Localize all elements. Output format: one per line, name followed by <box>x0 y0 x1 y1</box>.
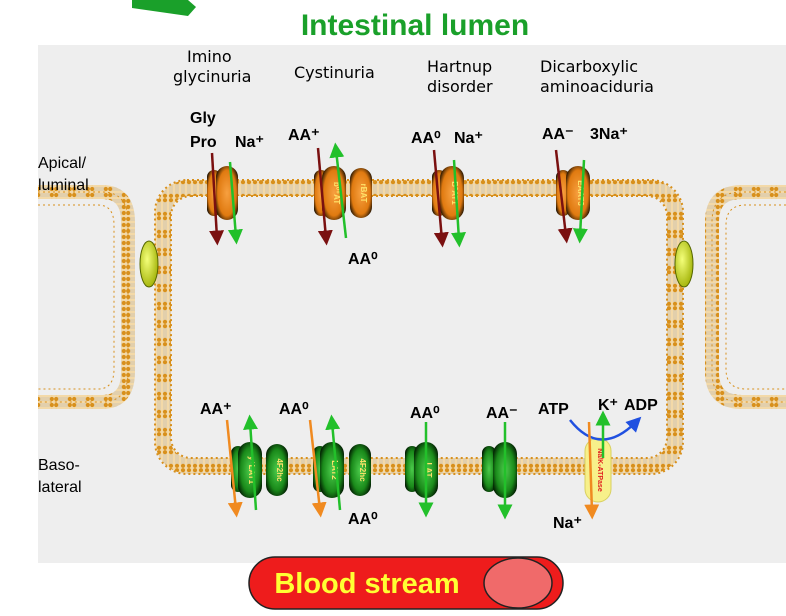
basolateral-transporter-unnamed <box>482 442 517 498</box>
label-aa-plus-baso: AA⁺ <box>200 401 232 418</box>
na-k-atpase-label: Na/K-ATPase <box>596 448 603 492</box>
arrow-aa-zero-baso-out-2 <box>325 414 342 511</box>
label-k: K⁺ <box>598 397 618 414</box>
arrow-na-in-2 <box>451 159 467 248</box>
basolateral-transporter-y-lat1-label: y⁺LAT1 <box>247 456 256 485</box>
apical-transporter-rbat-label: rBAT <box>359 184 368 203</box>
apical-label: Apical/ <box>38 155 87 172</box>
arrow-aa-zero-in-hartnup <box>432 149 449 248</box>
arrow-aa-plus-baso-in <box>225 419 243 518</box>
label-gly: Gly <box>190 110 216 127</box>
disorder-dicarboxylic-line2: aminoaciduria <box>540 77 654 96</box>
apical-transporter-b0at1-label: B⁰AT1 <box>450 181 459 205</box>
apical-transporter-rbat: rBAT <box>350 168 372 218</box>
label-aa-minus-apical: AA⁻ <box>542 126 574 143</box>
label-na-2: Na⁺ <box>454 130 483 147</box>
label-atp: ATP <box>538 401 569 418</box>
basolateral-transporter-lat-label: LAT <box>424 463 433 478</box>
basolateral-transporter-y-lat1: y⁺LAT1 <box>231 442 262 498</box>
arrow-aa-plus-in <box>316 147 333 246</box>
basolateral-transporter-4f2hc-1-label: 4F2hc <box>275 458 284 482</box>
label-aa-zero-baso-2: AA⁰ <box>410 405 440 422</box>
arrow-aa-zero-out <box>329 142 348 239</box>
label-aa-minus-baso: AA⁻ <box>486 405 518 422</box>
tight-junction-right <box>674 240 694 288</box>
label-aa-zero-below-baso: AA⁰ <box>348 511 378 528</box>
apical-label-line2: luminal <box>38 177 89 194</box>
label-aa-zero-baso-1: AA⁰ <box>279 401 309 418</box>
label-aa-plus-apical: AA⁺ <box>288 127 320 144</box>
arrow-aa-zero-baso-out-1 <box>243 414 258 511</box>
cell-membrane <box>155 180 683 474</box>
decorative-arrow-icon <box>132 0 196 16</box>
blood-vessel-end-icon <box>483 557 553 609</box>
basolateral-transporter-4f2hc-1: 4F2hc <box>266 444 288 496</box>
apical-transporter-b0at-label: b⁰⁺AT <box>332 182 341 205</box>
page-title: Intestinal lumen <box>301 9 529 42</box>
label-na-baso: Na⁺ <box>553 515 582 532</box>
label-pro: Pro <box>190 134 217 151</box>
blood-stream-button[interactable]: Blood stream <box>248 556 564 610</box>
left-neighbor-membrane <box>38 185 135 409</box>
label-na-1: Na⁺ <box>235 134 264 151</box>
disorder-imino-glycinuria-line2: glycinuria <box>173 67 251 86</box>
arrow-na-in-1 <box>227 161 243 245</box>
blood-stream-label: Blood stream <box>274 568 459 600</box>
arrow-aa-minus-in <box>554 149 573 244</box>
label-aa-zero-below-apical: AA⁰ <box>348 251 378 268</box>
disorder-cystinuria: Cystinuria <box>294 63 375 82</box>
arrow-na-out <box>584 421 600 520</box>
basolateral-transporter-lat: LAT <box>405 442 438 498</box>
arrow-gly-pro-in <box>209 152 225 246</box>
arrow-aa-zero-baso-in <box>308 419 327 518</box>
basolateral-transporter-4f2hc-2-label: 4F2hc <box>358 458 367 482</box>
disorder-hartnup-line2: disorder <box>427 77 493 96</box>
basolateral-transporter-4f2hc-2: 4F2hc <box>349 444 371 496</box>
disorder-dicarboxylic: Dicarboxylic <box>540 57 638 76</box>
label-adp: ADP <box>624 397 658 414</box>
arrow-3na-in <box>572 159 588 244</box>
apical-transporter-eaat3-label: EAAT3 <box>576 180 585 206</box>
disorder-imino-glycinuria: Imino <box>187 47 232 66</box>
label-aa-zero-apical: AA⁰ <box>411 130 441 147</box>
tight-junction-left <box>139 240 159 288</box>
basolateral-transporter-lat2-label: LAT2 <box>330 460 339 480</box>
arrow-atp-to-adp <box>569 416 642 441</box>
disorder-hartnup: Hartnup <box>427 57 492 76</box>
basolateral-label: Baso- <box>38 457 80 474</box>
basolateral-label-line2: lateral <box>38 479 82 496</box>
label-3na: 3Na⁺ <box>590 126 628 143</box>
